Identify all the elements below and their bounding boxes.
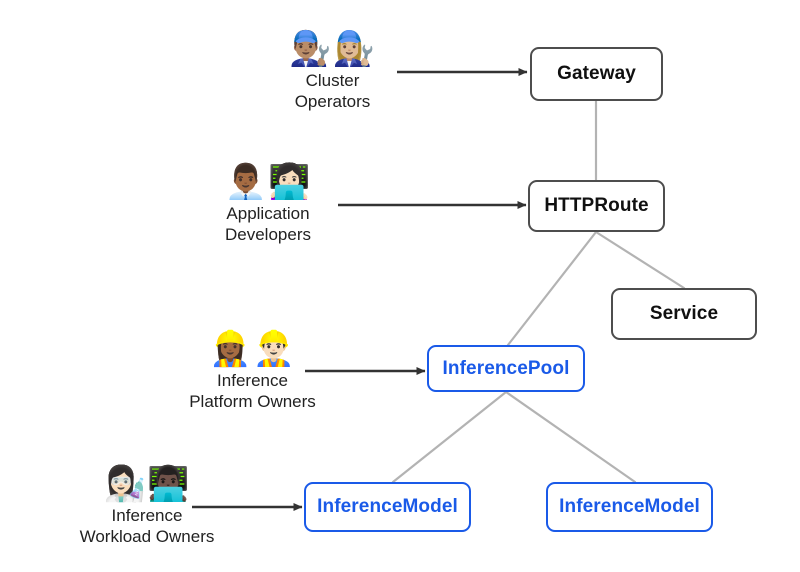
- link-inferencepool-to-inferencemodel-right: [504, 390, 637, 484]
- node-httproute: HTTPRoute: [528, 180, 665, 232]
- woman-construction-worker-icon: 👷🏾‍♀️👷🏻‍♂️: [209, 330, 296, 368]
- node-inferencemodel-left: InferenceModel: [304, 482, 471, 532]
- persona-label: Inference Workload Owners: [79, 506, 215, 546]
- persona-cluster-operators: 👨🏽‍🔧👩🏼‍🔧Cluster Operators: [275, 30, 390, 112]
- persona-application-developers: 👨🏾‍💼👩🏻‍💻Application Developers: [208, 163, 328, 245]
- node-label: InferencePool: [442, 357, 570, 379]
- node-inferencemodel-right: InferenceModel: [546, 482, 713, 532]
- node-service: Service: [611, 288, 757, 340]
- persona-label: Cluster Operators: [294, 71, 371, 111]
- persona-arrows: [192, 68, 528, 511]
- node-label: HTTPRoute: [544, 195, 649, 216]
- node-label: Service: [649, 303, 719, 324]
- persona-inference-platform-owners: 👷🏾‍♀️👷🏻‍♂️Inference Platform Owners: [175, 330, 330, 412]
- node-label: InferenceModel: [317, 496, 458, 517]
- man-mechanic-icon: 👨🏽‍🔧👩🏼‍🔧: [289, 30, 376, 68]
- woman-scientist-icon: 👩🏻‍🔬👨🏿‍💻: [103, 465, 191, 503]
- link-httproute-to-inferencepool: [506, 230, 598, 347]
- resource-link-lines: [391, 99, 686, 484]
- node-label: InferenceModel: [559, 496, 700, 517]
- link-httproute-to-service: [594, 230, 686, 290]
- node-label: Gateway: [557, 63, 636, 84]
- man-office-worker-icon: 👨🏾‍💼👩🏻‍💻: [224, 163, 312, 201]
- link-inferencepool-to-inferencemodel-left: [391, 390, 508, 484]
- persona-inference-workload-owners: 👩🏻‍🔬👨🏿‍💻Inference Workload Owners: [62, 465, 232, 547]
- node-inferencepool: InferencePool: [427, 345, 585, 392]
- persona-label: Inference Platform Owners: [189, 371, 316, 411]
- node-gateway: Gateway: [530, 47, 663, 101]
- persona-label: Application Developers: [225, 204, 311, 244]
